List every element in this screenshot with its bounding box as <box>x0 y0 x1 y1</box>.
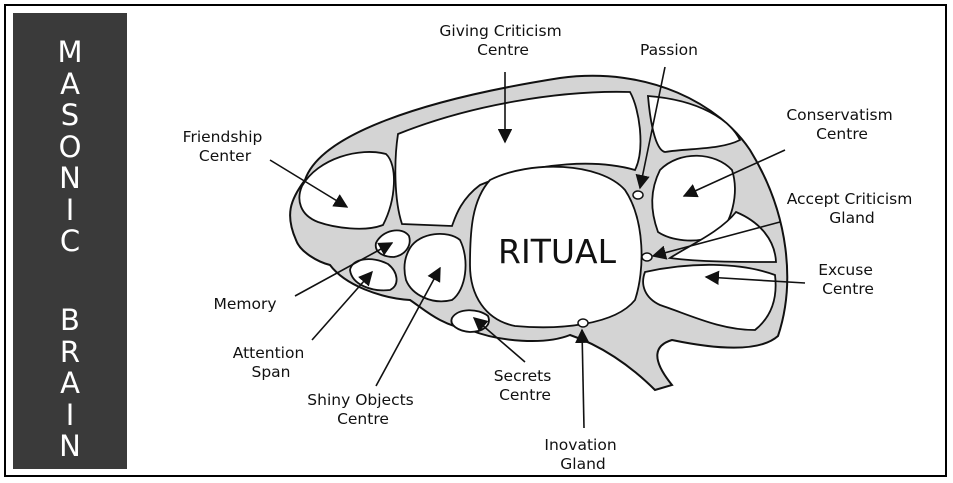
side-title-letter: M <box>57 35 83 69</box>
arrow-shiny <box>375 266 441 387</box>
side-title-letter: R <box>59 334 81 369</box>
side-title-letter: A <box>60 66 80 101</box>
label-inovation: Inovation Gland <box>544 436 621 473</box>
shiny-objects-cell <box>403 233 467 303</box>
arrow-excuse <box>704 270 806 285</box>
accept-criticism-gland <box>641 252 653 262</box>
secrets-cell <box>450 309 490 333</box>
giving-criticism-cell <box>394 90 642 227</box>
side-title-letter: N <box>59 161 81 195</box>
arrow-passion <box>635 66 666 190</box>
side-title-letter: I <box>65 397 75 432</box>
label-friendship: Friendship Center <box>183 128 268 165</box>
side-title-letter: B <box>60 303 80 337</box>
label-memory: Memory <box>213 295 276 313</box>
arrow-friendship <box>269 159 349 208</box>
side-title-letter: A <box>60 366 80 400</box>
side-title-letter: S <box>60 98 80 132</box>
arrow-memory <box>294 242 394 297</box>
side-title-letter: I <box>65 192 75 227</box>
label-accept-criticism: Accept Criticism Gland <box>787 190 918 227</box>
label-secrets: Secrets Centre <box>494 367 557 404</box>
friendship-cell <box>298 151 395 230</box>
label-shiny: Shiny Objects Centre <box>307 391 418 428</box>
arrow-inovation <box>575 328 590 429</box>
label-conservatism: Conservatism Centre <box>786 106 897 143</box>
excuse-cell <box>642 263 777 331</box>
label-giving-criticism: Giving Criticism Centre <box>439 22 566 59</box>
label-passion: Passion <box>640 41 698 59</box>
arrow-secrets <box>472 317 526 363</box>
arrow-accept-criticism <box>651 221 781 260</box>
arrow-conservatism <box>682 149 786 198</box>
side-title-letter: N <box>59 429 81 463</box>
label-attention: Attention Span <box>233 344 309 381</box>
inovation-gland <box>577 318 589 328</box>
arrow-attention <box>311 270 373 341</box>
label-excuse: Excuse Centre <box>818 261 878 298</box>
ritual-cell <box>469 165 643 329</box>
side-title-letter: O <box>58 129 82 164</box>
upper-right-cell <box>647 95 742 153</box>
passion-gland <box>632 190 644 200</box>
side-title-letter: C <box>59 224 81 258</box>
ritual-label: RITUAL <box>498 232 617 271</box>
